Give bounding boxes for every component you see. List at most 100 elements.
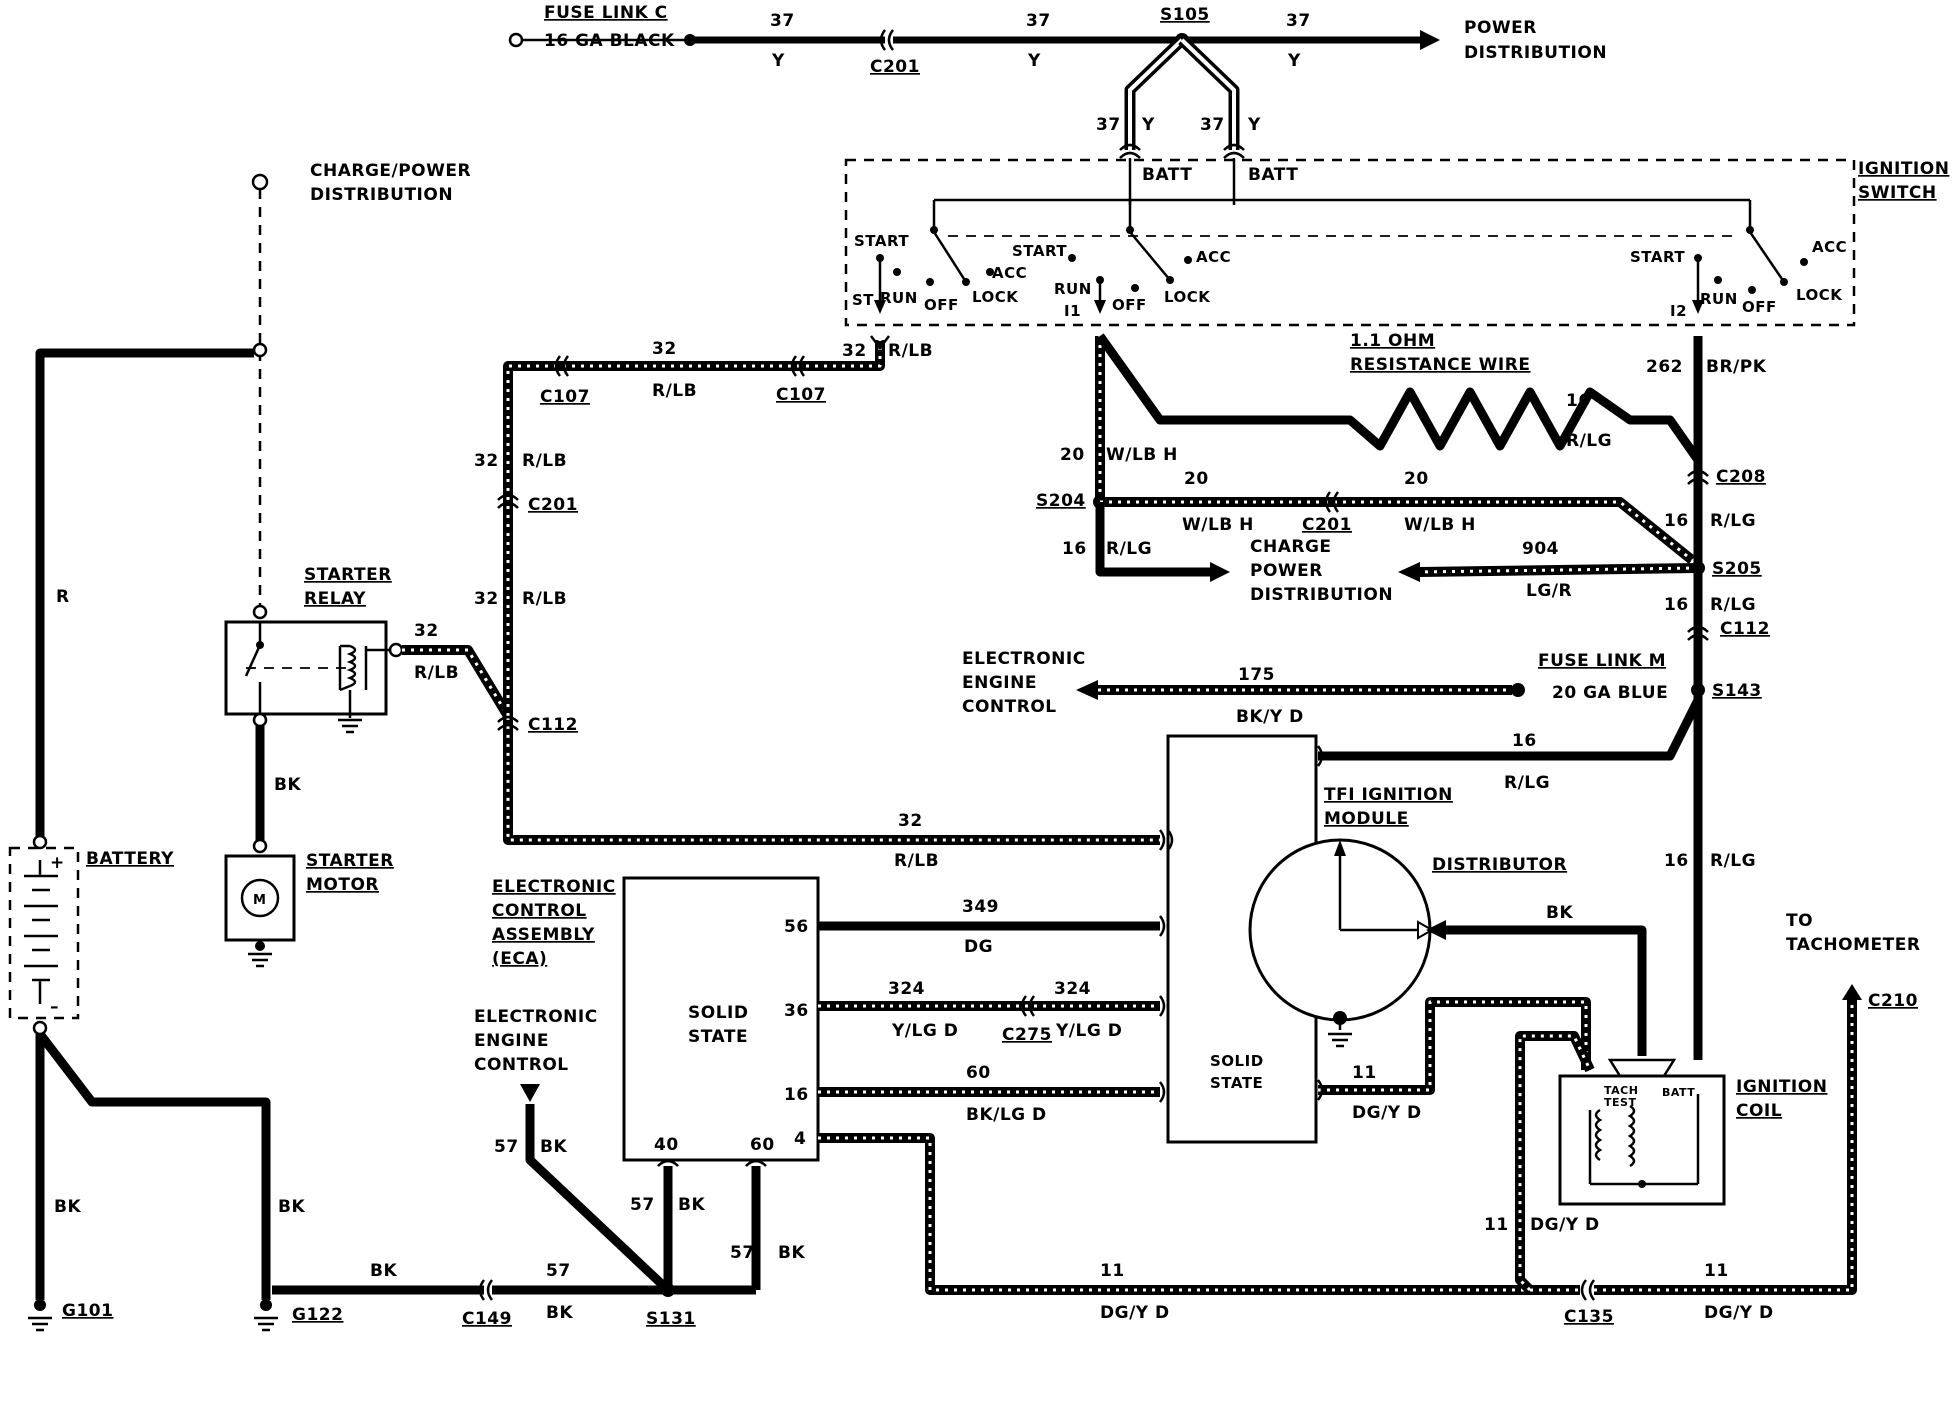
eec-lower-label-1: ELECTRONIC [474, 1007, 598, 1027]
g101-label: G101 [62, 1301, 113, 1321]
tfi-module: TFI IGNITION MODULE SOLID STATE DISTRIBU… [1166, 734, 1647, 1144]
wire-bklgd: BK/LG D [966, 1105, 1047, 1125]
charge-power-mid-3: DISTRIBUTION [1250, 585, 1393, 605]
switch-start-1: START [854, 232, 909, 250]
switch-st: ST [852, 291, 874, 309]
switch-acc-2: ACC [1196, 248, 1231, 266]
battery-box [8, 846, 80, 1020]
wire-20-v: 20 [1060, 445, 1085, 465]
c107-label-2: C107 [776, 385, 826, 405]
run-circuit: 1.1 OHM RESISTANCE WIRE 16 R/LG 262 BR/P… [1036, 331, 1770, 1060]
switch-i2: I2 [1670, 302, 1687, 320]
wire-rlg-tfi: R/LG [1504, 773, 1550, 793]
wire-324-1: 324 [888, 979, 925, 999]
s105-label: S105 [1160, 5, 1210, 25]
wire-y-label-5: Y [1247, 115, 1261, 135]
wire-32-label-relay: 32 [414, 621, 439, 641]
batt-label-2: BATT [1248, 165, 1298, 185]
battery-positive-wire [35, 348, 254, 838]
c201-connector-right [1324, 491, 1340, 513]
switch-run-3: RUN [1700, 290, 1738, 308]
wire-20-h2: 20 [1404, 469, 1429, 489]
circuit-32: 32 R/LB C107 C107 32 R/LB 32 R/LB C201 3… [402, 335, 1166, 871]
c135-connector [1580, 1279, 1596, 1301]
wire-57-s131: 57 [546, 1261, 571, 1281]
wire-bk-eec: BK [540, 1137, 567, 1157]
wire-904: 904 [1522, 539, 1559, 559]
switch-lock-3: LOCK [1796, 286, 1843, 304]
wire-bk-pin40: BK [678, 1195, 705, 1215]
switch-acc-3: ACC [1812, 238, 1847, 256]
s131-ground: ELECTRONIC ENGINE CONTROL 57 BK 57 BK 57… [272, 1007, 805, 1329]
wire-rlb-label-v2: R/LB [522, 589, 567, 609]
charge-power-mid-1: CHARGE [1250, 537, 1332, 557]
wire-37-label-2: 37 [1026, 11, 1051, 31]
wire-16-c208: 16 [1664, 511, 1689, 531]
battery-plus: + [50, 853, 65, 873]
wire-ylgd-2: Y/LG D [1055, 1021, 1122, 1041]
wire-37-label-5: 37 [1200, 115, 1225, 135]
wire-brpk: BR/PK [1706, 357, 1767, 377]
tfi-label-1: TFI IGNITION [1324, 785, 1453, 805]
battery-circuit: + – BATTERY R BK BK G101 G122 [8, 348, 343, 1332]
wire-dgyd-tfi: DG/Y D [1352, 1103, 1422, 1123]
c201-label-top: C201 [870, 57, 920, 77]
battery-wire-bk-1: BK [54, 1197, 81, 1217]
wire-32-label-switch: 32 [842, 341, 867, 361]
switch-run-1: RUN [880, 289, 918, 307]
c208-connector [1687, 469, 1709, 485]
to-tach-label-2: TACHOMETER [1786, 935, 1920, 955]
charge-power-top-2: DISTRIBUTION [310, 185, 453, 205]
s204-label: S204 [1036, 491, 1086, 511]
s205-label: S205 [1712, 559, 1762, 579]
ignition-coil-label-1: IGNITION [1736, 1077, 1827, 1097]
eca-pin-16: 16 [784, 1085, 809, 1105]
c149-label: C149 [462, 1309, 512, 1329]
wire-rlb-label-bottom: R/LB [894, 851, 939, 871]
wire-rlb-label-v1: R/LB [522, 451, 567, 471]
ignition-coil: TACH TEST BATT IGNITION COIL TO TACHOMET… [1100, 911, 1920, 1327]
eca-pin-40: 40 [654, 1135, 679, 1155]
wire-262: 262 [1646, 357, 1683, 377]
wire-dgyd-bottom-1: DG/Y D [1100, 1303, 1170, 1323]
c210-label: C210 [1868, 991, 1918, 1011]
wire-lgr: LG/R [1526, 581, 1572, 601]
switch-off-2: OFF [1112, 296, 1147, 314]
eca-pin-56: 56 [784, 917, 809, 937]
tach-test-label-1: TACH [1604, 1084, 1638, 1097]
wire-ylgd-1: Y/LG D [891, 1021, 958, 1041]
wire-37-label-1: 37 [770, 11, 795, 31]
c201-connector-top [879, 29, 895, 51]
charge-power-top-1: CHARGE/POWER [310, 161, 471, 181]
ignition-switch-title-2: SWITCH [1858, 183, 1937, 203]
eca-label-1: ELECTRONIC [492, 877, 616, 897]
wire-wlbh-h2: W/LB H [1404, 515, 1476, 535]
c208-label: C208 [1716, 467, 1766, 487]
c135-label: C135 [1564, 1307, 1614, 1327]
switch-start-2: START [1012, 242, 1067, 260]
wire-11-coil: 11 [1484, 1215, 1509, 1235]
wire-32-label-v1: 32 [474, 451, 499, 471]
wire-y-label-3: Y [1287, 51, 1301, 71]
wire-175: 175 [1238, 665, 1275, 685]
wire-rlb-label-relay: R/LB [414, 663, 459, 683]
starter-relay-label-2: RELAY [304, 589, 366, 609]
eec-lower-label-2: ENGINE [474, 1031, 549, 1051]
wire-32-label-top: 32 [652, 339, 677, 359]
wire-16-resistance: 16 [1566, 391, 1591, 411]
s131-label: S131 [646, 1309, 696, 1329]
c112-label-right: C112 [1720, 619, 1770, 639]
power-distribution-label-1: POWER [1464, 18, 1537, 38]
fuse-link-m-label: FUSE LINK M [1538, 651, 1666, 671]
eca-pin-4: 4 [794, 1129, 806, 1149]
eca-solid-state-1: SOLID [688, 1003, 748, 1023]
starter-wire-bk: BK [274, 775, 301, 795]
wire-rlg-s205: R/LG [1710, 595, 1756, 615]
wire-57-pin40: 57 [630, 1195, 655, 1215]
battery-minus: – [50, 997, 59, 1017]
s143-splice [1691, 683, 1705, 697]
wire-11-bottom-2: 11 [1704, 1261, 1729, 1281]
ignition-switch-title-1: IGNITION [1858, 159, 1949, 179]
eca-box [622, 876, 820, 1162]
